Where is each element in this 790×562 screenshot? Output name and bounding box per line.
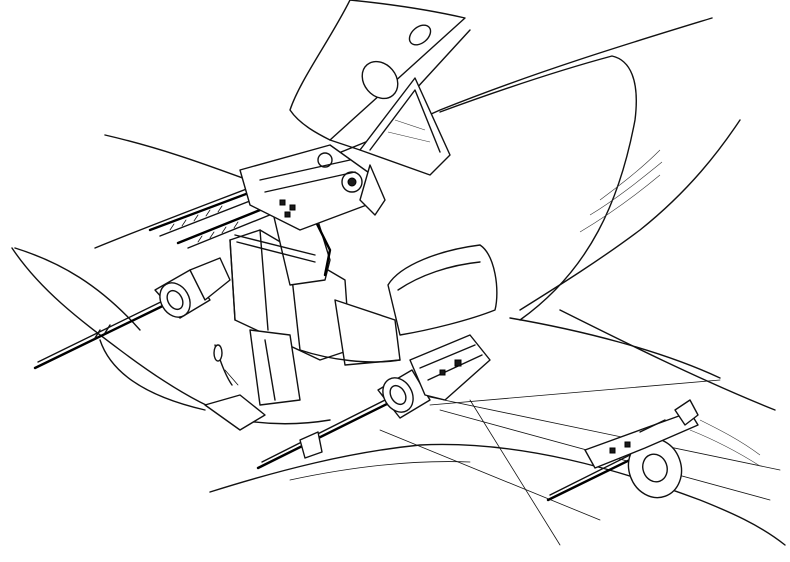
fuselage-cockpit-tub [204, 299, 401, 431]
twin-machine-guns [148, 144, 386, 249]
right-wing-cannon [256, 334, 491, 470]
pilot-seat-back [387, 244, 498, 336]
wing-gun-with-drum-magazine [546, 399, 699, 502]
left-wing-cannon [33, 257, 231, 370]
tilted-canopy-panel [289, 0, 471, 176]
